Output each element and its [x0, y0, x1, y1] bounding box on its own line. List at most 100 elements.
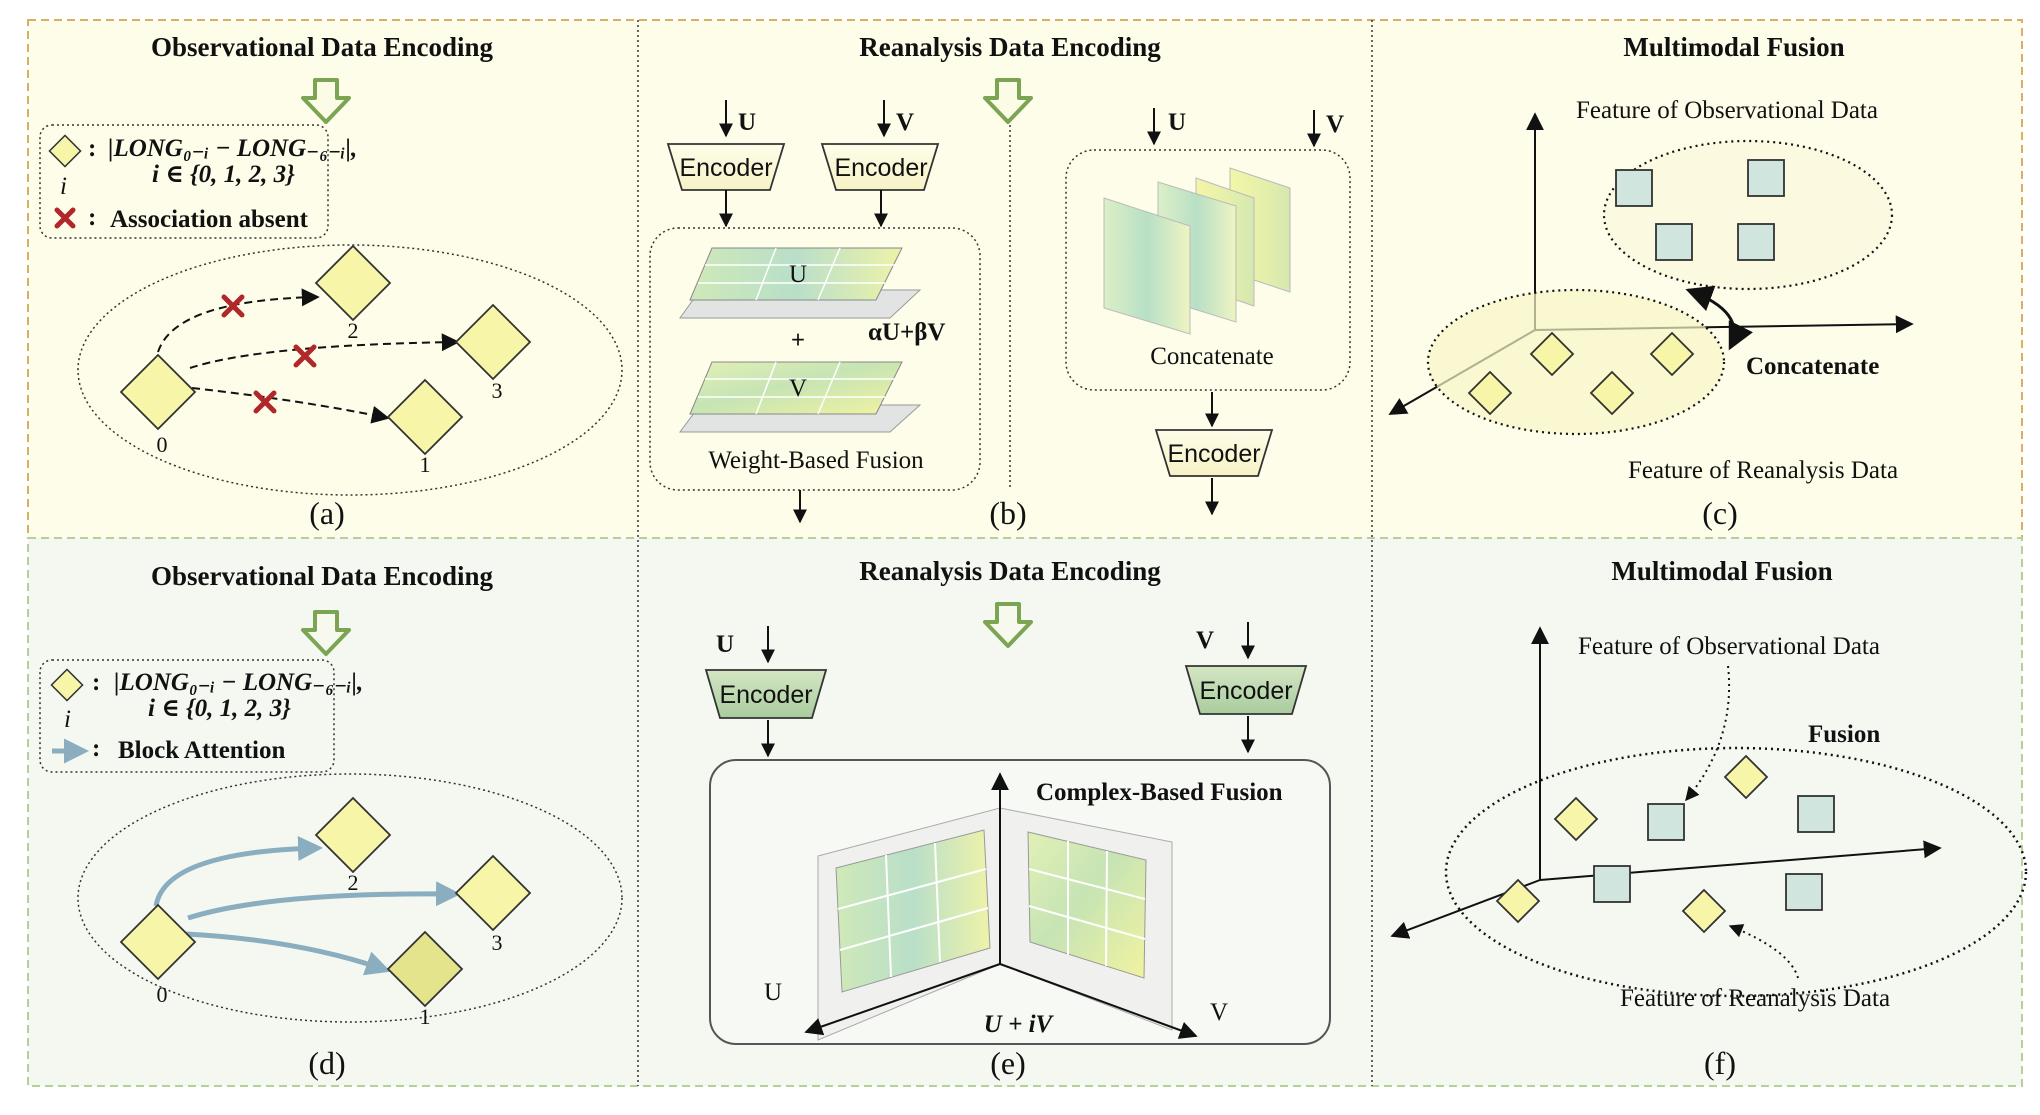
legend-colon-d-2: :	[92, 735, 100, 762]
concatenate-label-c: Concatenate	[1746, 353, 1879, 380]
input-v-e: V	[1196, 627, 1214, 654]
caption-c: (c)	[1702, 495, 1738, 531]
graph-ellipse-a	[77, 244, 623, 496]
node-label-0: 0	[157, 432, 168, 457]
panel-d: Observational Data Encoding i : |LONG₀₋ᵢ…	[39, 561, 623, 1081]
encoder-e-2-label: Encoder	[1199, 677, 1292, 705]
obs-pointer	[1685, 665, 1731, 802]
green-down-arrow-icon	[301, 78, 351, 124]
node-label-1: 1	[420, 452, 431, 477]
legend-colon: :	[88, 135, 96, 162]
node-label-3: 3	[492, 378, 503, 403]
grid-u-label: U	[789, 261, 807, 288]
input-u-right: U	[1168, 109, 1186, 136]
re-diamond	[1467, 370, 1513, 416]
weight-fusion-label: Weight-Based Fusion	[708, 447, 924, 474]
node-2-d	[314, 796, 392, 874]
legend-formula: |LONG₀₋ᵢ − LONG₋₆₋ᵢ|,	[108, 135, 357, 162]
weight-formula: αU+βV	[868, 319, 945, 346]
re-diamond	[1589, 370, 1635, 416]
obs-square	[1747, 159, 1785, 197]
node-1	[386, 378, 464, 456]
node-label-3-d: 3	[492, 930, 503, 955]
obs-square-f	[1647, 803, 1685, 841]
node-label-0-d: 0	[157, 982, 168, 1007]
encoder-e-1	[704, 669, 828, 719]
legend-set-d: i ∈ {0, 1, 2, 3}	[148, 695, 291, 722]
concatenate-label-b: Concatenate	[1150, 343, 1274, 370]
node-2	[314, 244, 392, 322]
node-label-1-d: 1	[420, 1004, 431, 1029]
input-u-e: U	[716, 631, 734, 658]
encoder-b-1	[666, 143, 786, 191]
legend-index-i: i	[60, 173, 67, 200]
obs-square	[1655, 223, 1693, 261]
re-diamond	[1529, 331, 1575, 377]
fusion-label-f: Fusion	[1808, 721, 1880, 748]
legend-formula-d: |LONG₀₋ᵢ − LONG₋₆₋ᵢ|,	[114, 669, 363, 696]
obs-square-f	[1797, 795, 1835, 833]
panel-e: Reanalysis Data Encoding U V Encoder Enc…	[704, 556, 1331, 1081]
node-0-d	[119, 903, 197, 981]
legend-diamond-icon	[48, 134, 82, 168]
caption-a: (a)	[309, 495, 345, 531]
re-diamond-f	[1723, 754, 1769, 800]
attention-edge-0-3	[187, 881, 461, 921]
encoder-b-2-label: Encoder	[834, 154, 927, 182]
caption-e: (e)	[990, 1045, 1026, 1081]
axis-v-e	[999, 963, 1198, 1039]
panel-e-title: Reanalysis Data Encoding	[859, 556, 1161, 586]
obs-feature-label-c: Feature of Observational Data	[1576, 97, 1878, 124]
plus-sign: +	[791, 327, 805, 354]
green-down-arrow-icon	[983, 78, 1033, 124]
legend-box-d	[39, 659, 335, 773]
legend-index-i-d: i	[64, 706, 71, 733]
obs-square-f	[1593, 865, 1631, 903]
panel-c: Multimodal Fusion Feature of Observation…	[1388, 32, 1914, 531]
node-3-d	[454, 854, 532, 932]
attention-edge-0-1	[185, 931, 391, 976]
concat-sheets	[1103, 167, 1291, 335]
green-down-arrow-icon	[983, 602, 1033, 648]
axis-u-label: U	[764, 979, 782, 1006]
edge-0-2	[157, 288, 320, 353]
node-label-2-d: 2	[348, 870, 359, 895]
encoder-b-1-label: Encoder	[679, 154, 772, 182]
node-label-2: 2	[348, 318, 359, 343]
edge-0-1	[191, 387, 390, 424]
input-u-left: U	[738, 109, 756, 136]
panel-b: Reanalysis Data Encoding U V Encoder Enc…	[649, 32, 1351, 531]
edge-0-3	[189, 333, 460, 369]
axis-v-label: V	[1210, 999, 1228, 1026]
obs-square	[1615, 169, 1653, 207]
legend-box-a	[39, 124, 329, 239]
complex-fusion-label: Complex-Based Fusion	[1036, 779, 1283, 806]
complex-formula: U + iV	[984, 1011, 1055, 1038]
caption-f: (f)	[1704, 1045, 1736, 1081]
cross-icon	[54, 207, 76, 229]
panel-d-title: Observational Data Encoding	[151, 561, 494, 591]
node-0	[119, 353, 197, 431]
cross-icon	[221, 294, 245, 318]
fusion-ellipse-f	[1444, 746, 2028, 998]
legend-colon-d: :	[92, 669, 100, 696]
re-feature-label-f: Feature of Reanalysis Data	[1620, 985, 1890, 1012]
grid-v: V	[679, 361, 922, 433]
green-down-arrow-icon	[301, 610, 351, 656]
complex-grid-v	[1027, 831, 1147, 979]
graph-ellipse-d	[77, 773, 623, 1023]
encoder-b-3	[1154, 429, 1274, 477]
node-3	[454, 303, 532, 381]
input-v-left: V	[896, 109, 914, 136]
panel-a-title: Observational Data Encoding	[151, 32, 494, 62]
re-diamond-f	[1553, 796, 1599, 842]
legend-colon-2: :	[88, 204, 96, 231]
node-1-d	[386, 930, 464, 1008]
obs-feature-label-f: Feature of Observational Data	[1578, 633, 1880, 660]
panel-a: Observational Data Encoding i : |LONG₀₋ᵢ…	[39, 32, 623, 531]
grid-u: U	[679, 247, 922, 319]
re-diamond-f	[1681, 888, 1727, 934]
legend-diamond-icon	[50, 668, 84, 702]
panel-f-title: Multimodal Fusion	[1611, 556, 1832, 586]
